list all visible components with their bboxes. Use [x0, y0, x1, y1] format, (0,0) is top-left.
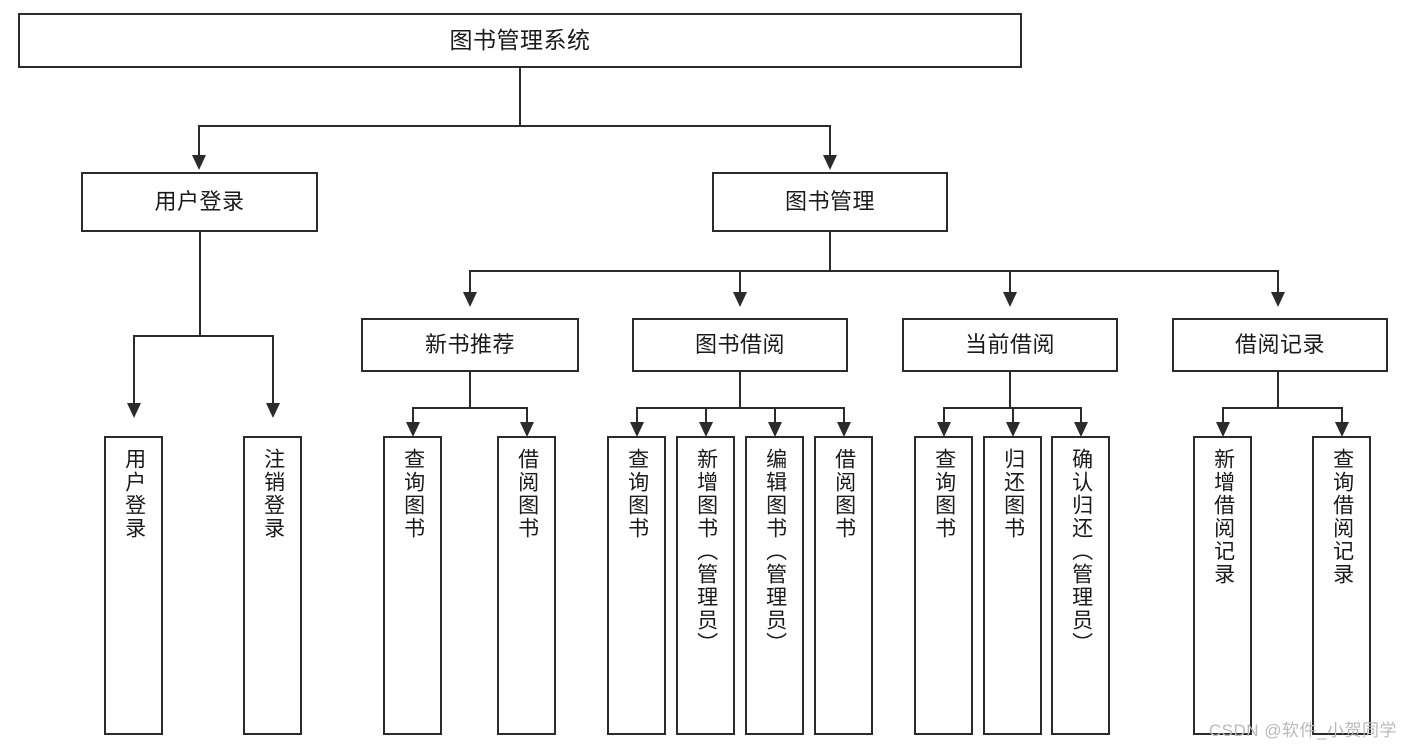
edge-nb-to-leaf-2: [526, 407, 528, 425]
edge-borrow-record-stem: [1277, 372, 1279, 408]
node-book-management[interactable]: 图书管理: [712, 172, 948, 232]
node-borrow-record[interactable]: 借阅记录: [1172, 318, 1388, 372]
node-book-borrow[interactable]: 图书借阅: [632, 318, 848, 372]
arrow-br-to-leaf-2: [1335, 422, 1349, 437]
edge-book-borrow-bar: [636, 407, 844, 409]
edge-book-management-stem: [829, 232, 831, 271]
node-current-borrow-label: 当前借阅: [964, 331, 1055, 357]
arrow-bb-to-leaf-4: [837, 422, 851, 437]
leaf-user-login-login[interactable]: 用户登录: [104, 436, 163, 735]
node-book-borrow-label: 图书借阅: [694, 331, 785, 357]
leaf-book-borrow-edit[interactable]: 编辑图书（管理员）: [745, 436, 804, 735]
leaf-current-borrow-query[interactable]: 查询图书: [914, 436, 973, 735]
edge-user-login-to-leaf-1: [133, 335, 135, 405]
arrow-br-to-leaf-1: [1216, 422, 1230, 437]
node-user-login-label: 用户登录: [154, 188, 245, 214]
leaf-label: 确认归还（管理员）: [1069, 448, 1093, 655]
edge-br-to-leaf-1: [1222, 407, 1224, 425]
arrow-cb-to-leaf-2: [1006, 422, 1020, 437]
edge-root-to-book-management: [829, 125, 831, 157]
arrow-bm-to-book-borrow: [733, 292, 747, 307]
leaf-borrow-record-add[interactable]: 新增借阅记录: [1193, 436, 1252, 735]
edge-user-login-stem: [199, 232, 201, 336]
edge-user-login-to-leaf-2: [272, 335, 274, 405]
edge-bm-to-book-borrow: [739, 270, 741, 294]
edge-cb-to-leaf-2: [1012, 407, 1014, 425]
edge-new-book-bar: [412, 407, 527, 409]
edge-root-stem: [519, 68, 521, 125]
leaf-new-book-query[interactable]: 查询图书: [383, 436, 442, 735]
edge-nb-to-leaf-1: [412, 407, 414, 425]
edge-bm-to-borrow-record: [1277, 270, 1279, 294]
leaf-current-borrow-return[interactable]: 归还图书: [983, 436, 1042, 735]
edge-current-borrow-bar: [943, 407, 1080, 409]
edge-cb-to-leaf-1: [943, 407, 945, 425]
leaf-new-book-borrow[interactable]: 借阅图书: [497, 436, 556, 735]
arrow-user-login-to-leaf-2: [266, 403, 280, 418]
edge-bm-to-new-book: [469, 270, 471, 294]
watermark-text: CSDN @软件_小贺同学: [1208, 721, 1397, 740]
arrow-nb-to-leaf-1: [406, 422, 420, 437]
edge-br-to-leaf-2: [1341, 407, 1343, 425]
leaf-label: 新增借阅记录: [1211, 448, 1235, 586]
leaf-label: 新增图书（管理员）: [694, 448, 718, 655]
edge-bb-to-leaf-4: [843, 407, 845, 425]
arrow-bb-to-leaf-2: [699, 422, 713, 437]
node-new-book-recommend-label: 新书推荐: [424, 331, 515, 357]
edge-borrow-record-bar: [1222, 407, 1342, 409]
arrow-bm-to-borrow-record: [1271, 292, 1285, 307]
leaf-book-borrow-borrow[interactable]: 借阅图书: [814, 436, 873, 735]
edge-cb-to-leaf-3: [1080, 407, 1082, 425]
node-user-login[interactable]: 用户登录: [81, 172, 318, 232]
edge-bb-to-leaf-2: [705, 407, 707, 425]
arrow-bb-to-leaf-1: [630, 422, 644, 437]
edge-new-book-stem: [469, 372, 471, 408]
node-borrow-record-label: 借阅记录: [1234, 331, 1325, 357]
arrow-root-to-book-management: [823, 155, 837, 170]
edge-root-bar: [198, 125, 831, 127]
leaf-label: 借阅图书: [515, 448, 539, 540]
leaf-label: 注销登录: [261, 448, 285, 540]
edge-bm-to-current-borrow: [1009, 270, 1011, 294]
leaf-label: 用户登录: [122, 448, 146, 540]
arrow-root-to-user-login: [192, 155, 206, 170]
leaf-label: 查询图书: [401, 448, 425, 540]
leaf-book-borrow-add[interactable]: 新增图书（管理员）: [676, 436, 735, 735]
node-root-label: 图书管理系统: [449, 26, 591, 53]
edge-current-borrow-stem: [1009, 372, 1011, 408]
leaf-label: 借阅图书: [832, 448, 856, 540]
leaf-label: 归还图书: [1001, 448, 1025, 540]
leaf-label: 查询借阅记录: [1330, 448, 1354, 586]
arrow-user-login-to-leaf-1: [127, 403, 141, 418]
leaf-label: 查询图书: [932, 448, 956, 540]
leaf-label: 查询图书: [625, 448, 649, 540]
edge-book-borrow-stem: [739, 372, 741, 408]
arrow-bb-to-leaf-3: [768, 422, 782, 437]
node-root-book-management-system[interactable]: 图书管理系统: [18, 13, 1022, 68]
leaf-current-borrow-confirm-return[interactable]: 确认归还（管理员）: [1051, 436, 1110, 735]
leaf-user-login-logout[interactable]: 注销登录: [243, 436, 302, 735]
node-book-management-label: 图书管理: [784, 188, 875, 214]
arrow-bm-to-current-borrow: [1003, 292, 1017, 307]
node-current-borrow[interactable]: 当前借阅: [902, 318, 1118, 372]
arrow-nb-to-leaf-2: [520, 422, 534, 437]
arrow-cb-to-leaf-1: [937, 422, 951, 437]
edge-book-management-bar: [469, 270, 1278, 272]
arrow-cb-to-leaf-3: [1074, 422, 1088, 437]
node-new-book-recommend[interactable]: 新书推荐: [361, 318, 579, 372]
edge-bb-to-leaf-1: [636, 407, 638, 425]
leaf-borrow-record-query[interactable]: 查询借阅记录: [1312, 436, 1371, 735]
edge-bb-to-leaf-3: [774, 407, 776, 425]
edge-root-to-user-login: [198, 125, 200, 157]
leaf-book-borrow-query[interactable]: 查询图书: [607, 436, 666, 735]
leaf-label: 编辑图书（管理员）: [763, 448, 787, 655]
edge-user-login-bar: [133, 335, 273, 337]
arrow-bm-to-new-book: [463, 292, 477, 307]
